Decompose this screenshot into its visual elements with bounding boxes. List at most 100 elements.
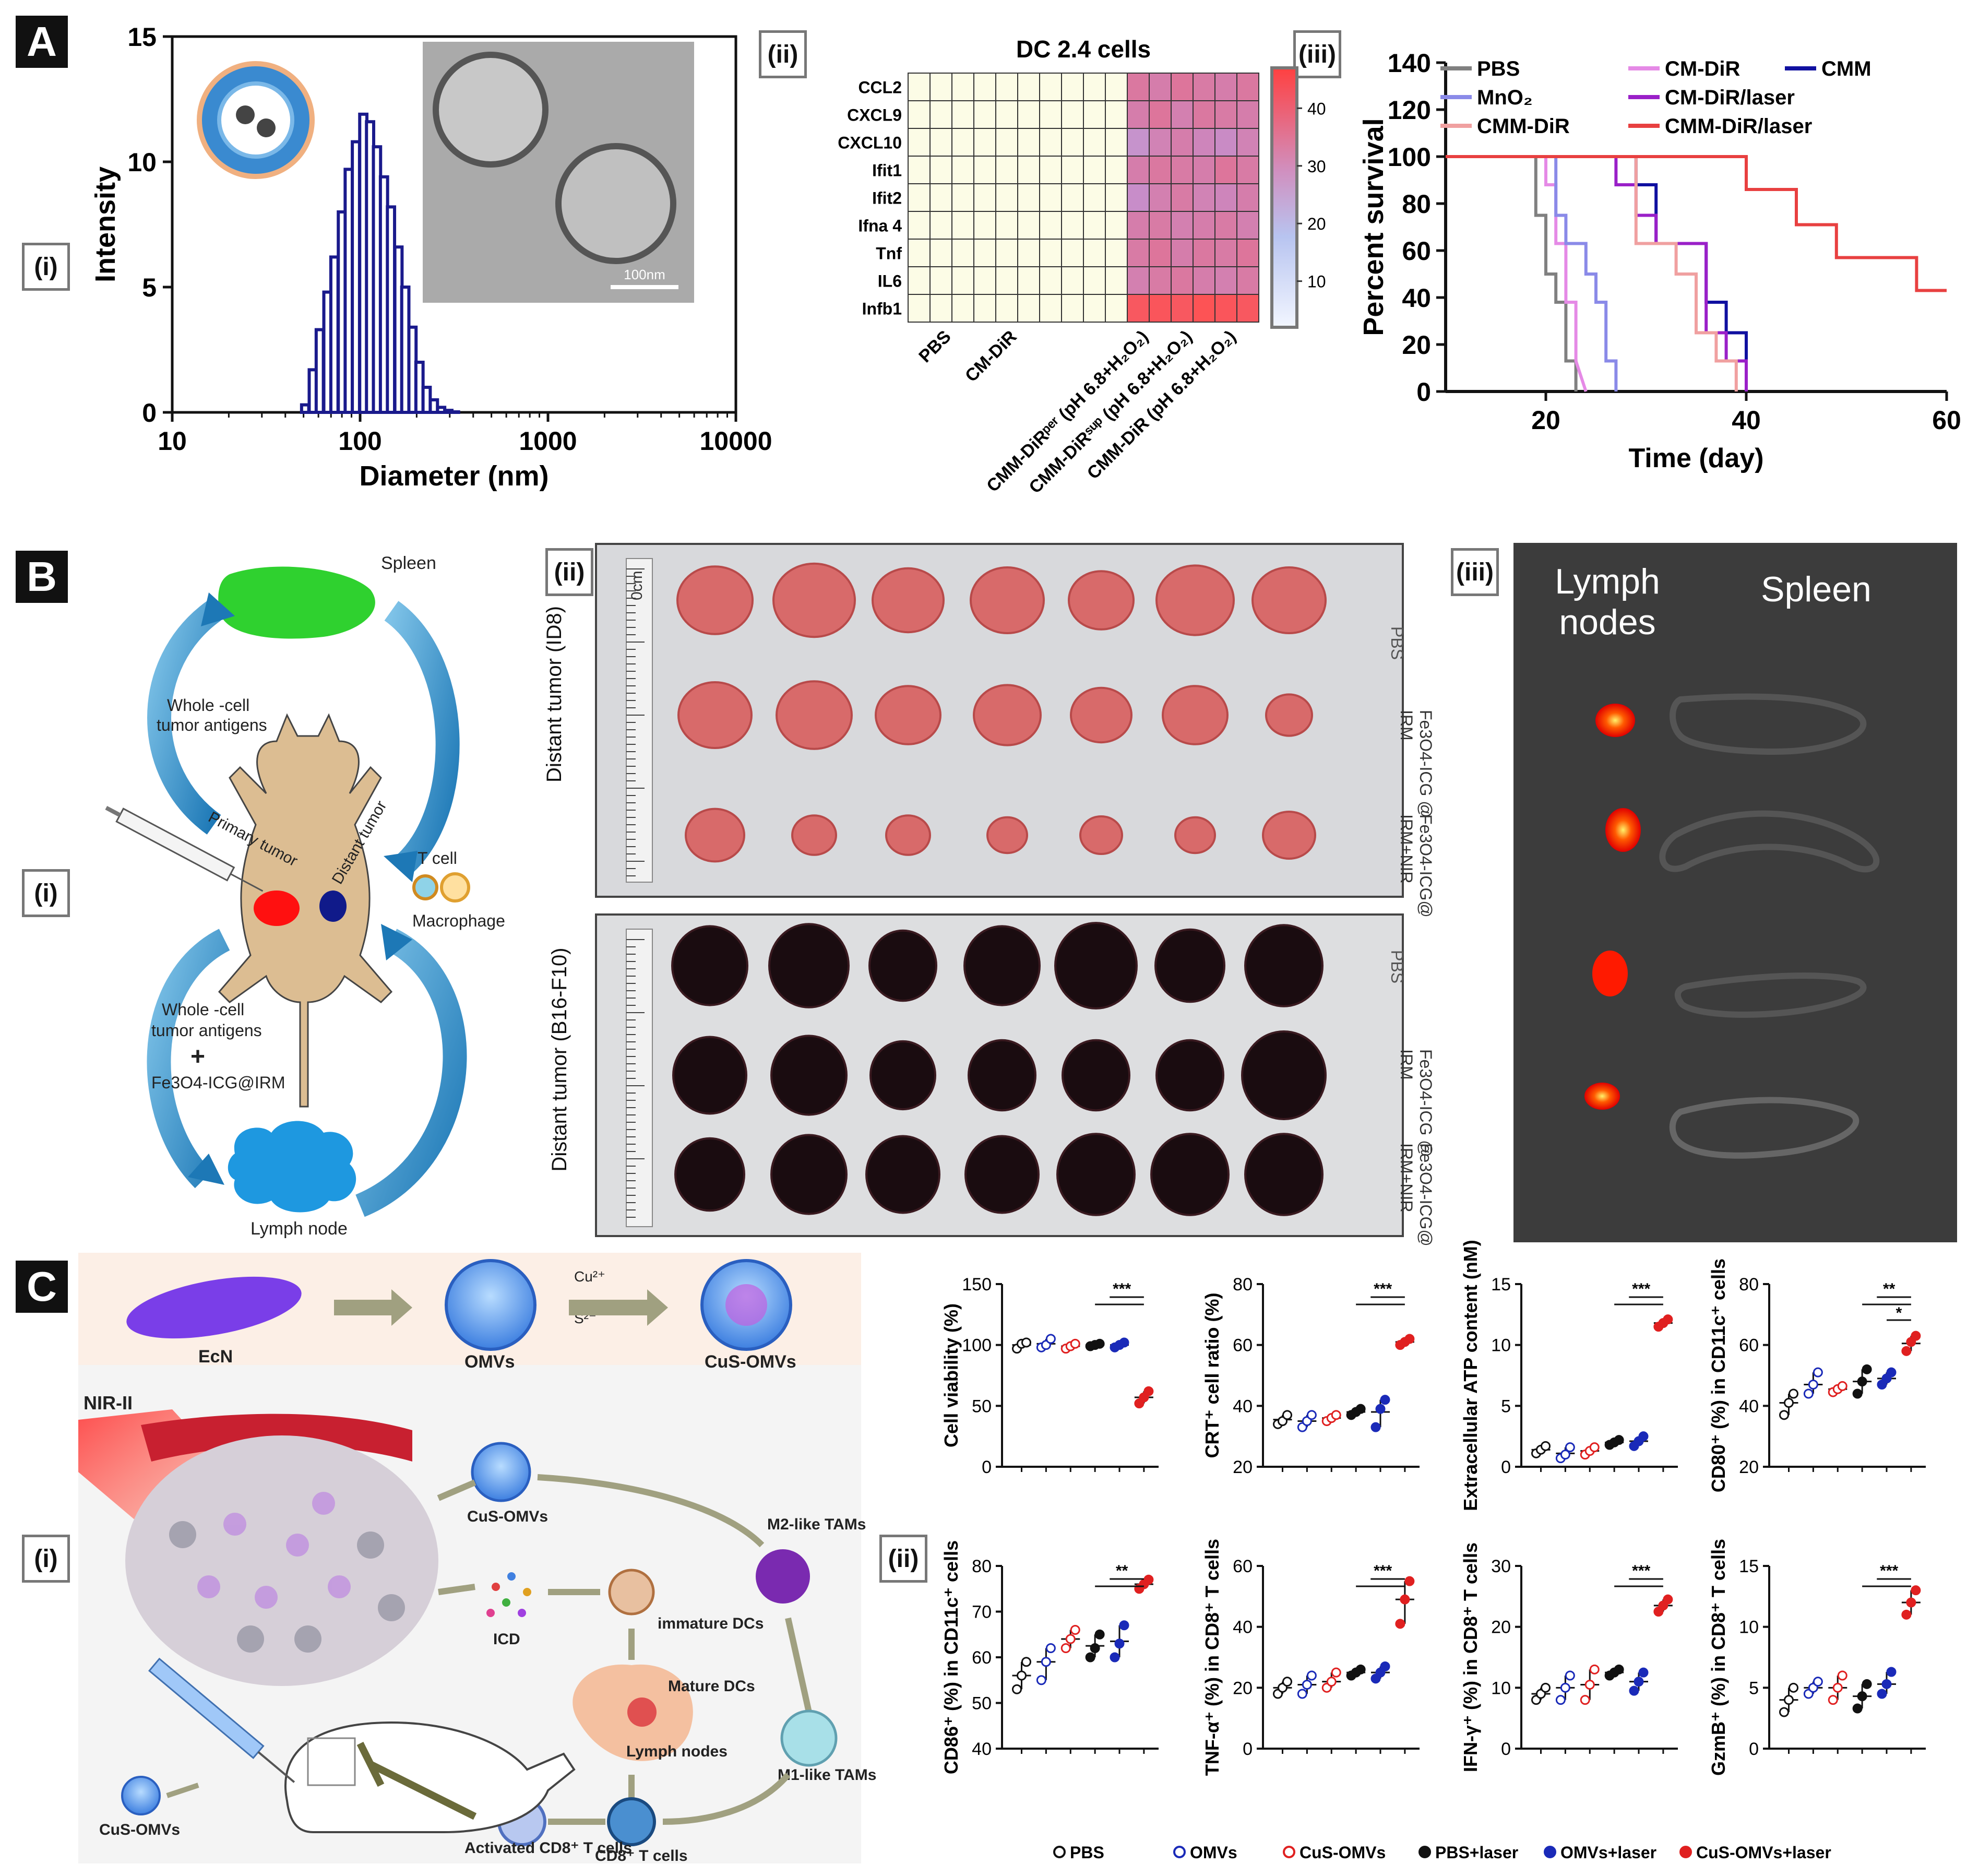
heatmap-cell bbox=[908, 73, 931, 101]
lymph-node-label: Lymph node bbox=[251, 1219, 348, 1239]
heatmap-cell bbox=[951, 128, 974, 157]
sig-label: ** bbox=[1883, 1280, 1896, 1298]
heatmap-cell bbox=[1083, 266, 1106, 295]
heatmap-cell bbox=[1149, 100, 1172, 129]
sig-label: *** bbox=[1374, 1280, 1392, 1298]
heatmap-cell bbox=[1236, 183, 1259, 212]
legend-label: CM-DiR bbox=[1665, 57, 1741, 80]
data-point bbox=[1886, 1667, 1897, 1677]
legend-marker bbox=[1418, 1846, 1431, 1858]
y-tick-label: 15 bbox=[1491, 1275, 1511, 1295]
spleen-shape-2 bbox=[1659, 810, 1880, 873]
data-point bbox=[1589, 1664, 1600, 1675]
heatmap-column-label: PBS bbox=[915, 327, 955, 366]
data-point bbox=[1634, 1677, 1644, 1687]
heatmap-cell bbox=[908, 266, 931, 295]
data-point bbox=[1094, 1629, 1105, 1640]
data-point bbox=[1085, 1652, 1095, 1663]
b16-axis-label: Distant tumor (B16-F10) bbox=[548, 947, 571, 1172]
data-point bbox=[1808, 1380, 1818, 1390]
heatmap-cell bbox=[908, 183, 931, 212]
data-point bbox=[1580, 1695, 1590, 1705]
heatmap-cell bbox=[973, 156, 996, 184]
spleen-shape bbox=[218, 566, 375, 639]
id8-tumor bbox=[986, 816, 1028, 854]
whole-cell-top-label: Whole -cell bbox=[167, 696, 249, 715]
diagram-c-i-mechanism: EcN OMVs Cu²⁺ S²⁻ CuS-OMVs NIR-II CuS-OM… bbox=[78, 1253, 876, 1865]
data-point bbox=[1803, 1388, 1814, 1399]
heatmap-cell bbox=[995, 100, 1018, 129]
y-tick-label: 40 bbox=[1402, 283, 1431, 313]
data-point bbox=[1380, 1661, 1390, 1671]
heatmap-cell bbox=[1017, 156, 1040, 184]
lymph-node-signal-1 bbox=[1595, 704, 1635, 737]
cu-label: Cu²⁺ bbox=[574, 1268, 605, 1285]
cus-omvs-label: CuS-OMVs bbox=[705, 1352, 796, 1372]
b16-row-pbs: PBS bbox=[1388, 950, 1406, 984]
data-point bbox=[1857, 1691, 1867, 1702]
heatmap-cell bbox=[1214, 100, 1237, 129]
t-cell-label: T cell bbox=[418, 849, 457, 868]
agent-label: Fe3O4-ICG@IRM bbox=[151, 1073, 285, 1092]
panel-b-sub-i: (i) bbox=[22, 869, 70, 917]
heatmap-cell bbox=[973, 294, 996, 323]
tumor-antigens-top-label: tumor antigens bbox=[157, 716, 267, 734]
heatmap-cell bbox=[1149, 156, 1172, 184]
y-tick-label: 0 bbox=[142, 398, 157, 428]
data-point bbox=[1638, 1431, 1649, 1442]
heatmap-cell bbox=[1193, 294, 1215, 323]
heatmap-cell bbox=[1017, 239, 1040, 267]
heatmap-cell bbox=[1171, 73, 1194, 101]
tumor-antigens-bottom-label: tumor antigens bbox=[151, 1021, 262, 1040]
heatmap-cell bbox=[1105, 100, 1128, 129]
x-tick-label: 20 bbox=[1531, 406, 1560, 435]
heatmap-cell bbox=[951, 73, 974, 101]
legend-marker bbox=[1544, 1846, 1556, 1858]
y-tick-label: 70 bbox=[972, 1602, 992, 1622]
b16-tumor bbox=[869, 1040, 936, 1111]
colorbar-tick-label: 10 bbox=[1307, 272, 1326, 291]
heatmap-cell bbox=[929, 156, 952, 184]
y-tick-label: 10 bbox=[1491, 1336, 1511, 1356]
m1-label: M1-like TAMs bbox=[778, 1766, 876, 1784]
tumor-tissue bbox=[125, 1435, 438, 1686]
heatmap-cell bbox=[995, 211, 1018, 240]
id8-axis-label: Distant tumor (ID8) bbox=[543, 606, 566, 782]
spleen-shape-1 bbox=[1670, 693, 1867, 755]
heatmap-cell bbox=[1105, 183, 1128, 212]
heatmap-cell bbox=[951, 266, 974, 295]
heatmap-cell bbox=[1193, 266, 1215, 295]
heatmap-cell bbox=[1061, 266, 1084, 295]
panel-a-sub-ii: (ii) bbox=[759, 30, 807, 78]
legend-label: CuS-OMVs+laser bbox=[1696, 1843, 1831, 1862]
data-point bbox=[1906, 1597, 1916, 1608]
data-point bbox=[1021, 1337, 1031, 1348]
id8-tumor bbox=[875, 685, 941, 745]
y-tick-label: 40 bbox=[1739, 1396, 1759, 1416]
y-tick-label: 5 bbox=[142, 273, 157, 302]
y-tick-label: 80 bbox=[1739, 1275, 1759, 1295]
sig-label: *** bbox=[1632, 1562, 1650, 1580]
x-axis-label: Diameter (nm) bbox=[359, 460, 549, 492]
data-point bbox=[1584, 1680, 1595, 1690]
data-point bbox=[1045, 1643, 1056, 1653]
distant-tumor bbox=[319, 890, 347, 922]
heatmap-row-label: Ifit2 bbox=[872, 189, 902, 208]
legend-label: PBS bbox=[1070, 1843, 1104, 1862]
tem-vesicle-2 bbox=[555, 143, 676, 264]
heatmap-cell bbox=[1236, 211, 1259, 240]
survival-line-cmm-dir bbox=[1446, 155, 1738, 391]
cd8-t-cell-icon bbox=[607, 1797, 656, 1846]
heatmap-cell bbox=[1127, 156, 1150, 184]
heatmap-cell bbox=[973, 73, 996, 101]
data-point bbox=[1114, 1638, 1125, 1649]
b16-tumor bbox=[1155, 1039, 1224, 1112]
panel-a-sub-iii: (iii) bbox=[1293, 30, 1341, 78]
id8-tumor bbox=[1251, 566, 1327, 634]
heatmap-cell bbox=[1171, 266, 1194, 295]
heatmap-cell bbox=[1083, 100, 1106, 129]
b16-tumor bbox=[963, 925, 1041, 1006]
